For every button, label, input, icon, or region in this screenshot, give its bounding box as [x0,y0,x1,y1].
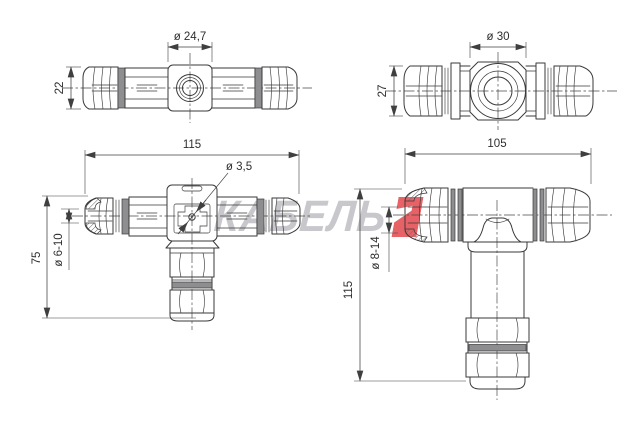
dim-length-large-t: 105 [487,138,506,150]
dim-cable-range-small-t: ø 6-10 [53,233,65,266]
dim-height-large-t: 115 [343,281,355,299]
dim-cable-range-large-t: ø 8-14 [370,236,382,270]
dim-height-small-t: 75 [31,252,43,265]
dim-length-small-t: 115 [183,139,201,151]
dim-hole-small-t: ø 3,5 [226,161,252,173]
dim-height-large-coupler: 27 [377,85,389,98]
dim-height-small-coupler: 22 [54,82,66,95]
dim-diameter-small-coupler: ø 24,7 [174,31,207,43]
view-straight-coupler-large: ø 30 27 [377,31,617,130]
dim-diameter-large-coupler: ø 30 [486,31,509,43]
view-t-connector-small: 115 ø 3,5 ø 6-10 75 [31,139,312,330]
view-t-connector-large: 105 ø 8-14 115 [343,138,612,400]
view-straight-coupler-small: ø 24,7 22 [54,31,312,123]
